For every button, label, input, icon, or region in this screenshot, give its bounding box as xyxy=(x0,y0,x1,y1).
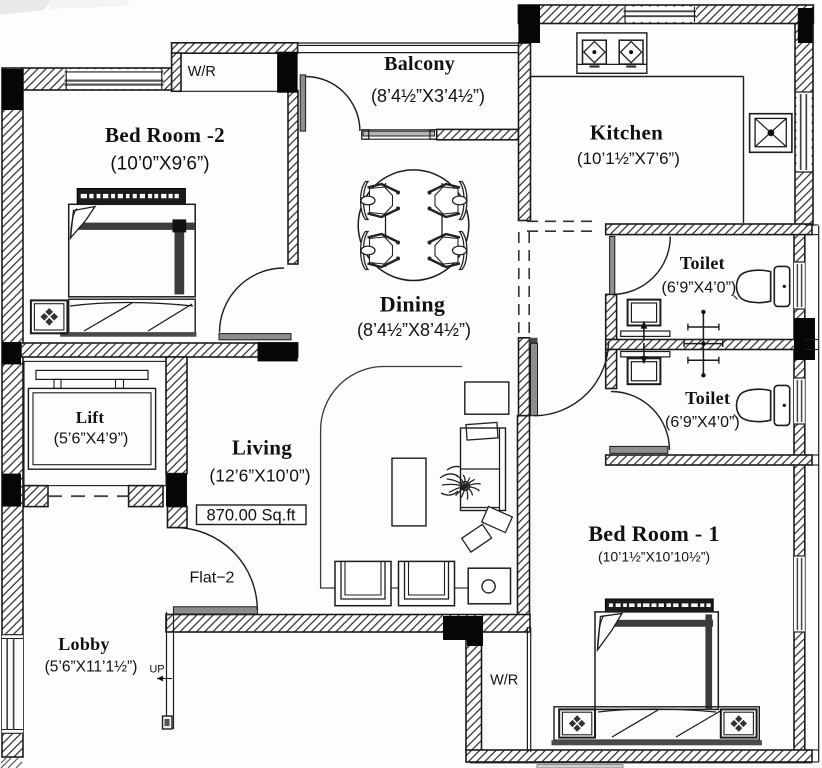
svg-text:(8’4½”X8’4½”): (8’4½”X8’4½”) xyxy=(357,320,471,340)
svg-text:(5’6”X4’9”): (5’6”X4’9”) xyxy=(54,431,129,448)
svg-text:Dining: Dining xyxy=(380,292,445,317)
svg-text:Flat−2: Flat−2 xyxy=(190,570,235,587)
svg-text:Kitchen: Kitchen xyxy=(590,121,663,145)
svg-text:Bed Room -2: Bed Room -2 xyxy=(105,123,225,147)
svg-text:(10’1½”X10’10½”): (10’1½”X10’10½”) xyxy=(598,549,710,565)
svg-text:870.00 Sq.ft: 870.00 Sq.ft xyxy=(207,507,296,525)
svg-text:Toilet: Toilet xyxy=(680,253,725,273)
svg-text:(12’6”X10’0”): (12’6”X10’0”) xyxy=(209,466,310,486)
svg-text:(6’9”X4’0”): (6’9”X4’0”) xyxy=(665,414,740,431)
svg-text:(5’6”X11’1½”): (5’6”X11’1½”) xyxy=(45,659,138,676)
svg-text:Toilet: Toilet xyxy=(685,388,730,408)
svg-text:Balcony: Balcony xyxy=(384,53,455,75)
svg-text:Lobby: Lobby xyxy=(58,634,110,654)
svg-text:UP: UP xyxy=(149,664,164,676)
svg-text:Living: Living xyxy=(232,436,292,460)
svg-text:Bed Room - 1: Bed Room - 1 xyxy=(588,521,719,546)
svg-text:(10’1½”X7’6”): (10’1½”X7’6”) xyxy=(577,149,680,168)
svg-text:(8’4½”X3’4½”): (8’4½”X3’4½”) xyxy=(371,86,485,106)
svg-text:(6’9”X4’0”): (6’9”X4’0”) xyxy=(662,279,737,296)
svg-text:W/R: W/R xyxy=(490,673,518,689)
svg-text:W/R: W/R xyxy=(188,64,216,80)
svg-text:(10’0”X9’6”): (10’0”X9’6”) xyxy=(110,154,209,175)
svg-text:Lift: Lift xyxy=(76,408,105,427)
